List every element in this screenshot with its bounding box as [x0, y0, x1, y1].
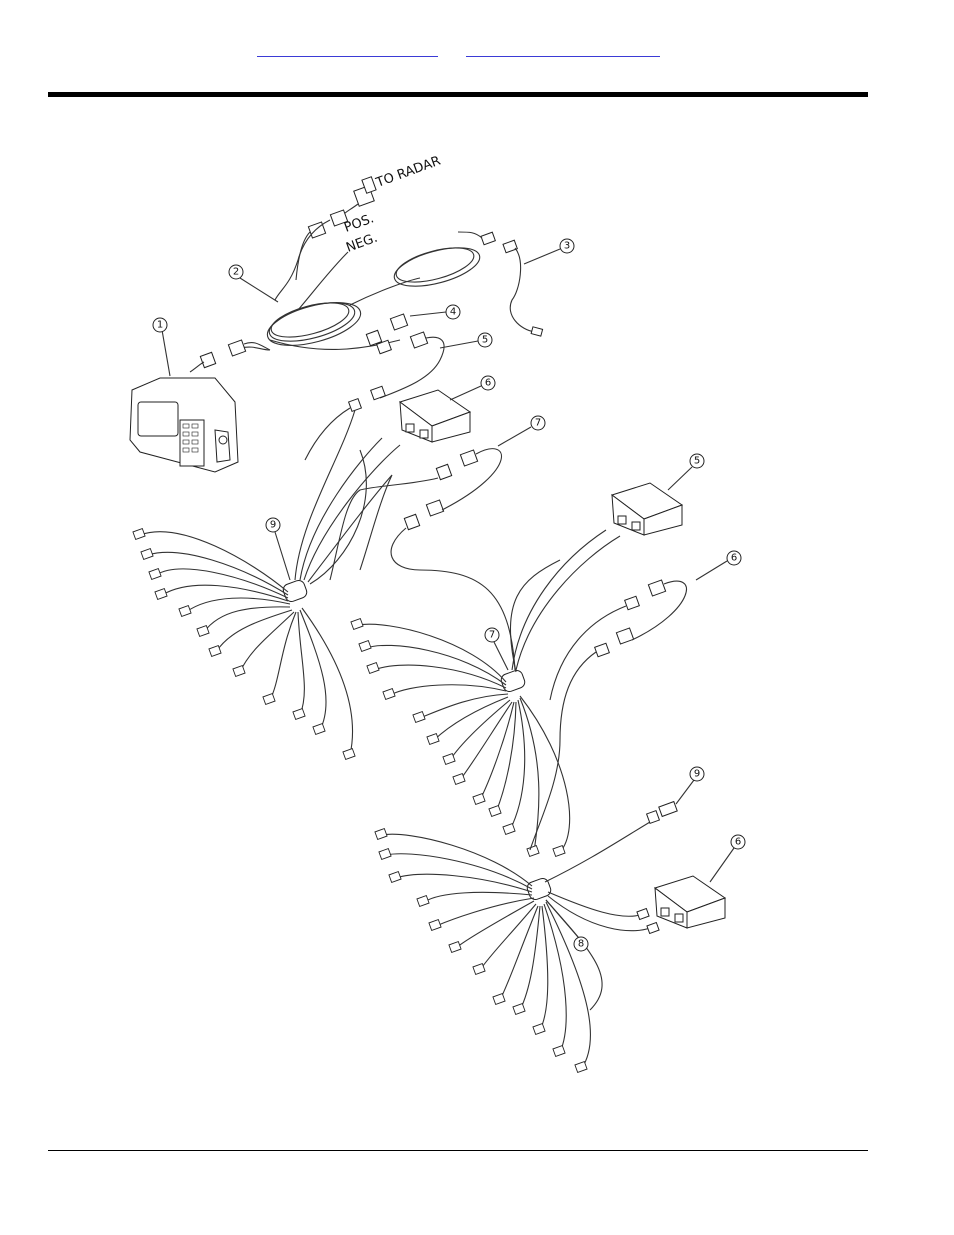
module-box-bottom — [655, 876, 725, 928]
svg-text:1: 1 — [157, 320, 163, 331]
callout-9-top: 4 — [410, 305, 460, 319]
header-link-left[interactable] — [257, 44, 438, 57]
callout-5-middle: 7 — [485, 628, 508, 670]
footer-rule — [48, 1150, 868, 1151]
callout-7-top: 7 — [498, 416, 545, 446]
callout-1: 1 — [153, 318, 170, 376]
svg-text:3: 3 — [564, 241, 570, 252]
wiring-harness-diagram: TO RADAR POS. NEG. — [120, 140, 756, 1075]
callout-6-top: 6 — [450, 376, 495, 400]
callout-6-middle: 5 — [668, 454, 704, 490]
header-link-right[interactable] — [466, 44, 660, 57]
module-box-middle — [612, 483, 682, 535]
callout-2: 2 — [229, 265, 278, 302]
harness-left-fan — [133, 410, 400, 759]
header-rule — [48, 92, 868, 97]
svg-text:5: 5 — [482, 335, 488, 346]
module-box-top — [400, 390, 470, 442]
svg-text:5: 5 — [694, 456, 700, 467]
svg-text:9: 9 — [694, 769, 700, 780]
callout-6-bottom: 6 — [710, 835, 745, 882]
svg-text:6: 6 — [485, 378, 491, 389]
callout-9-lower: 9 — [676, 767, 704, 804]
svg-text:7: 7 — [535, 418, 541, 429]
callout-3: 3 — [524, 239, 574, 264]
svg-text:7: 7 — [489, 630, 495, 641]
svg-text:2: 2 — [233, 267, 239, 278]
callout-5-left: 9 — [266, 518, 290, 580]
harness-item-3 — [458, 232, 543, 336]
console-connectors — [190, 340, 270, 372]
callout-8: 8 — [546, 900, 588, 951]
to-radar-label: TO RADAR — [373, 154, 442, 191]
svg-text:6: 6 — [735, 837, 741, 848]
svg-text:9: 9 — [270, 520, 276, 531]
harness-bottom-fan — [375, 802, 677, 1073]
display-console — [130, 378, 238, 472]
svg-text:6: 6 — [731, 553, 737, 564]
callout-4: 5 — [440, 333, 492, 348]
svg-text:8: 8 — [578, 939, 584, 950]
callout-7-lower: 6 — [696, 551, 741, 580]
svg-text:4: 4 — [450, 307, 456, 318]
harness-middle-fan — [351, 530, 620, 856]
